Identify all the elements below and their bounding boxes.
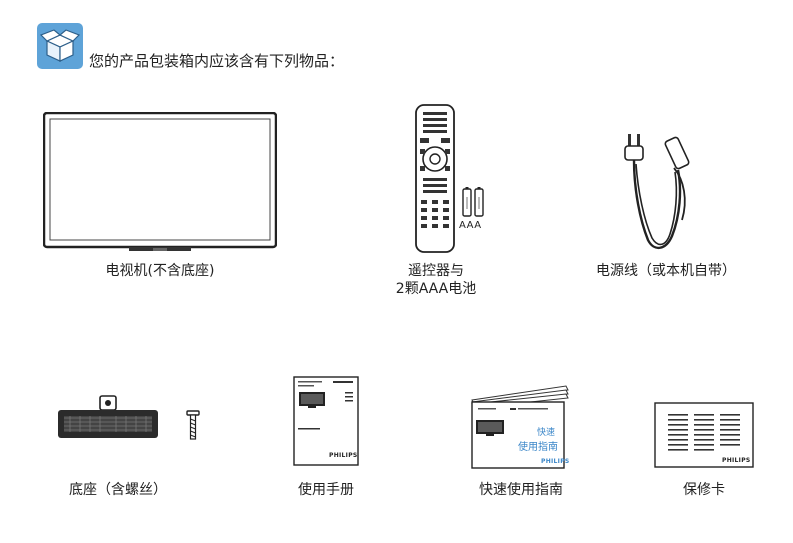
quick-guide-title-2: 使用指南 xyxy=(518,442,558,453)
battery-icon xyxy=(462,187,484,217)
quick-guide-brand: PHILIPS xyxy=(541,458,570,465)
power-cord-illustration xyxy=(622,130,696,254)
tv-label: 电视机(不含底座) xyxy=(105,263,215,279)
header-text: 您的产品包装箱内应该含有下列物品： xyxy=(89,52,345,70)
battery-label: AAA xyxy=(459,220,482,231)
quick-guide-title-1: 快速 xyxy=(537,428,556,438)
box-icon xyxy=(37,23,83,69)
tv-illustration xyxy=(42,111,278,254)
remote-label-line1: 遥控器与 xyxy=(408,263,464,279)
remote-illustration xyxy=(414,104,456,254)
warranty-card-brand: PHILIPS xyxy=(722,457,751,464)
power-cord-label: 电源线（或本机自带） xyxy=(596,263,736,279)
user-manual-brand: PHILIPS xyxy=(329,452,358,459)
warranty-card-illustration xyxy=(654,402,754,468)
screw-icon xyxy=(186,410,200,440)
quick-guide-label: 快速使用指南 xyxy=(479,482,563,498)
user-manual-label: 使用手册 xyxy=(298,482,354,498)
quick-guide-illustration xyxy=(470,378,572,470)
remote-label-line2: 2颗AAA电池 xyxy=(395,281,477,297)
stand-illustration xyxy=(56,394,160,440)
user-manual-illustration xyxy=(293,376,359,466)
stand-label: 底座（含螺丝） xyxy=(69,482,167,498)
warranty-card-label: 保修卡 xyxy=(683,482,725,498)
